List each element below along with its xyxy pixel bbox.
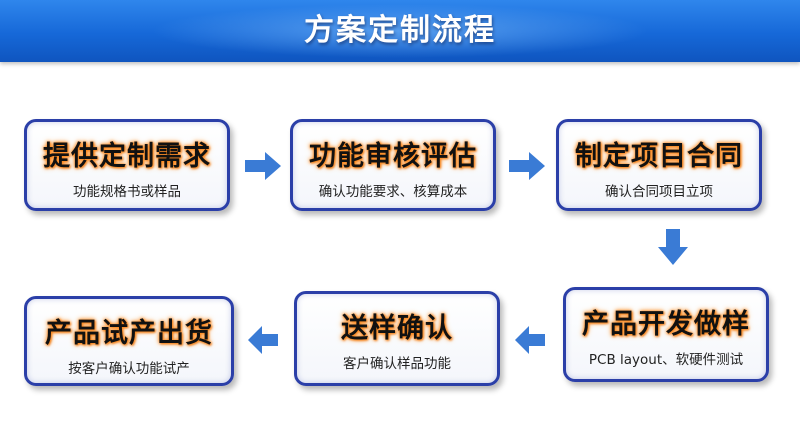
step-4-title: 产品开发做样 xyxy=(582,309,750,340)
step-box-2: 功能审核评估 确认功能要求、核算成本 xyxy=(290,119,496,211)
arrow-right-icon xyxy=(509,152,545,180)
arrow-down-icon xyxy=(658,229,688,265)
header-banner: 方案定制流程 xyxy=(0,0,800,62)
step-1-subtitle: 功能规格书或样品 xyxy=(73,184,181,200)
arrow-left-icon xyxy=(248,326,278,354)
step-box-3: 制定项目合同 确认合同项目立项 xyxy=(556,119,762,211)
page-title: 方案定制流程 xyxy=(304,13,496,48)
step-1-title: 提供定制需求 xyxy=(43,141,211,172)
step-3-title: 制定项目合同 xyxy=(575,141,743,172)
step-5-title: 送样确认 xyxy=(341,313,453,344)
step-2-title: 功能审核评估 xyxy=(309,141,477,172)
step-box-6: 产品试产出货 按客户确认功能试产 xyxy=(24,296,234,386)
arrow-right-icon xyxy=(245,152,281,180)
header-glow xyxy=(150,4,650,58)
step-4-subtitle: PCB layout、软硬件测试 xyxy=(588,352,744,368)
step-5-subtitle: 客户确认样品功能 xyxy=(343,356,451,372)
step-6-subtitle: 按客户确认功能试产 xyxy=(68,361,190,377)
arrow-left-icon xyxy=(515,326,545,354)
step-3-subtitle: 确认合同项目立项 xyxy=(605,184,713,200)
step-box-5: 送样确认 客户确认样品功能 xyxy=(294,291,500,386)
step-6-title: 产品试产出货 xyxy=(45,318,213,349)
step-box-4: 产品开发做样 PCB layout、软硬件测试 xyxy=(563,287,769,382)
step-2-subtitle: 确认功能要求、核算成本 xyxy=(318,184,468,200)
step-box-1: 提供定制需求 功能规格书或样品 xyxy=(24,119,230,211)
